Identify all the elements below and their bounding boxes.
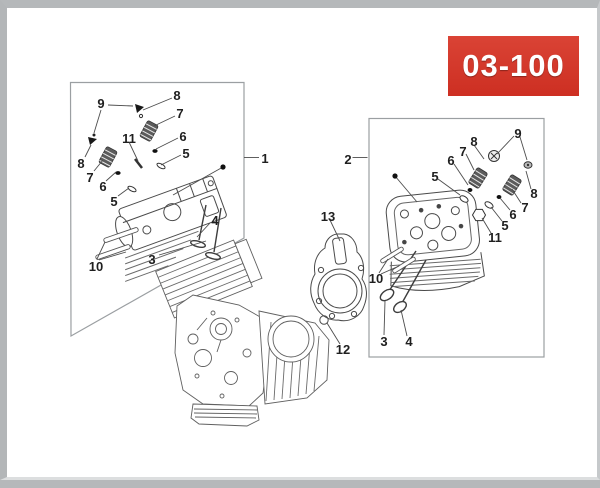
callout-2-target-dot <box>392 173 397 178</box>
callout-label: 11 <box>122 131 136 146</box>
callout-label: 6 <box>99 179 106 194</box>
callout-label: 7 <box>176 106 183 121</box>
callout-label: 5 <box>431 169 438 184</box>
callout-label: 9 <box>97 96 104 111</box>
callout-label: 6 <box>179 129 186 144</box>
callout-label: 5 <box>501 218 508 233</box>
callout-label: 7 <box>459 144 466 159</box>
callout-label: 5 <box>110 194 117 209</box>
callout-label: 12 <box>336 342 350 357</box>
callout-label: 4 <box>211 213 219 228</box>
callout-label: 7 <box>521 200 528 215</box>
callout-label: 10 <box>369 271 383 286</box>
callout-label: 8 <box>77 156 84 171</box>
callout-label: 13 <box>321 209 335 224</box>
callout-label: 6 <box>509 207 516 222</box>
base-gasket-drawing <box>311 234 367 321</box>
callout-1-target-dot <box>220 164 225 169</box>
callout-label: 8 <box>470 134 477 149</box>
callout-label: 8 <box>530 186 537 201</box>
callout-label: 3 <box>380 334 387 349</box>
valve-seal-ring <box>473 209 486 220</box>
callout-label: 4 <box>405 334 413 349</box>
callout-label: 8 <box>173 88 180 103</box>
callout-label: 11 <box>488 230 502 245</box>
callout-label: 1 <box>261 151 268 166</box>
callout-label: 7 <box>86 170 93 185</box>
callout-label: 10 <box>89 259 103 274</box>
callout-label: 5 <box>182 146 189 161</box>
exploded-parts-diagram: 1 9 8 7 6 5 11 8 7 6 5 4 3 10 2 9 8 7 6 … <box>7 8 600 488</box>
callout-label: 9 <box>514 126 521 141</box>
callout-label: 6 <box>447 153 454 168</box>
engine-block-drawing <box>156 236 329 426</box>
oring-drawing <box>320 316 328 324</box>
callout-label: 3 <box>148 252 155 267</box>
callout-label: 2 <box>344 152 351 167</box>
